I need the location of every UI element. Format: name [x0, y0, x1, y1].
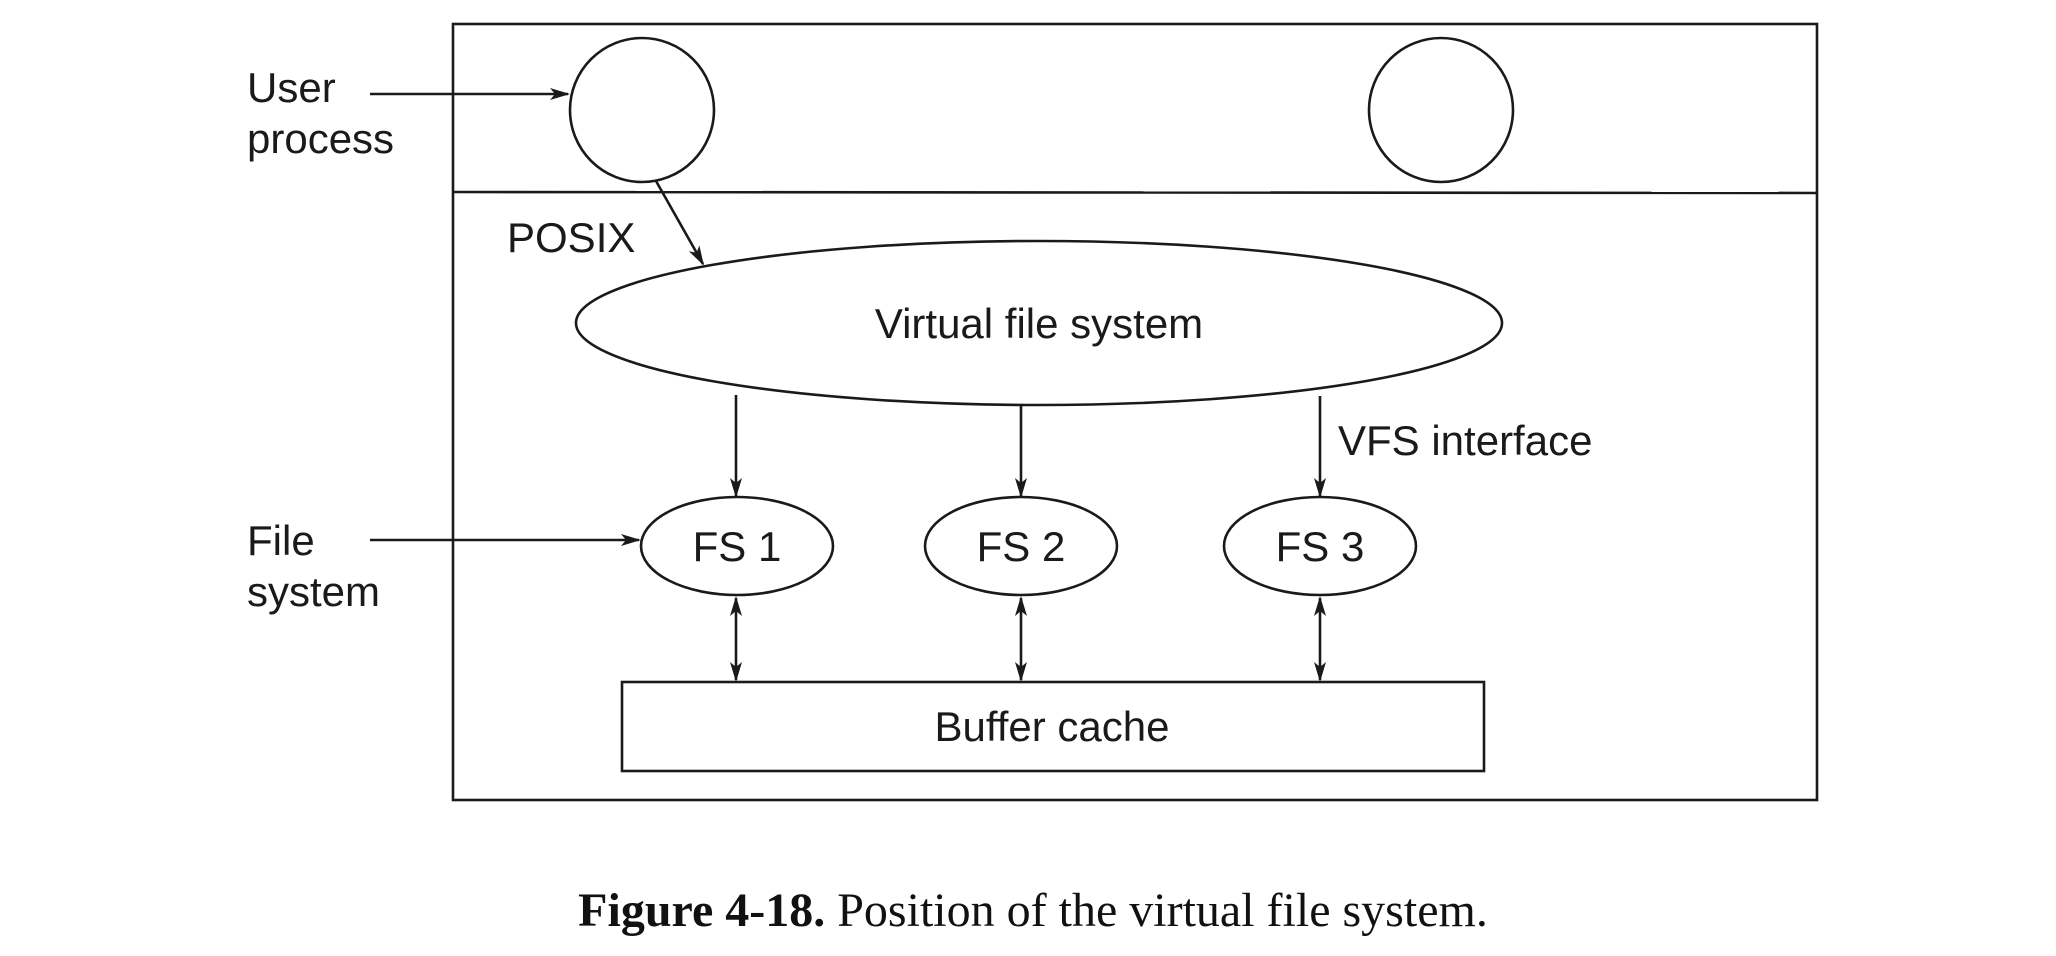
buffer-cache-box [620, 680, 1486, 773]
user-process-circle-1 [568, 36, 716, 184]
fs2-label: FS 2 [977, 523, 1066, 570]
user-process-label-line1: User [247, 64, 336, 111]
posix-call-arrow [654, 180, 705, 266]
vfs-interface-label: VFS interface [1338, 417, 1592, 464]
user-kernel-divider [452, 190, 1818, 195]
figure-number: Figure 4-18. [578, 884, 825, 937]
virtual-file-system-label: Virtual file system [875, 300, 1203, 347]
user-process-circle-2 [1367, 36, 1515, 184]
file-system-label-line1: File [247, 517, 315, 564]
posix-label: POSIX [507, 214, 635, 261]
buffer-cache-label: Buffer cache [934, 703, 1169, 750]
fs3-label: FS 3 [1276, 523, 1365, 570]
virtual-file-system-ellipse [574, 239, 1504, 407]
user-process-label-line2: process [247, 115, 394, 162]
file-system-label-line2: system [247, 568, 380, 615]
figure-caption-text: Position of the virtual file system. [837, 884, 1488, 937]
figure-caption-spacer [825, 884, 837, 937]
figure-caption: Figure 4-18. Position of the virtual fil… [578, 884, 1488, 937]
fs1-label: FS 1 [693, 523, 782, 570]
